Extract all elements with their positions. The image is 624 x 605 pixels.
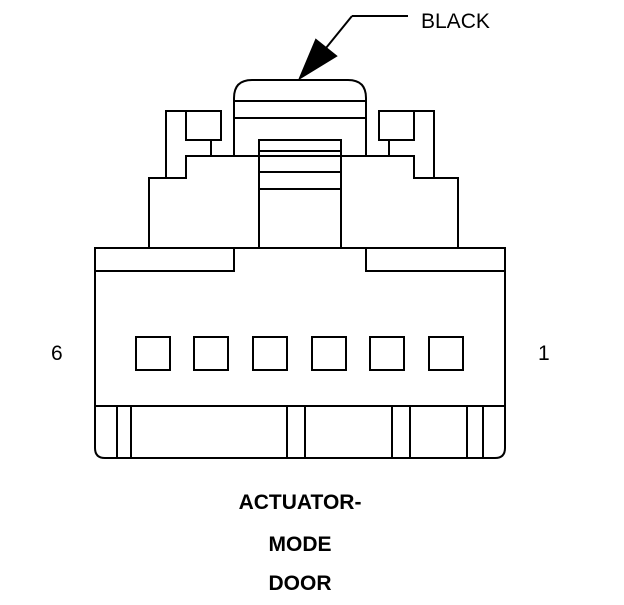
pin-cavity-6 <box>135 336 171 371</box>
leader-line-diagonal <box>325 15 353 49</box>
right-tab-inner <box>389 111 415 141</box>
pin-cavity-3 <box>311 336 347 371</box>
color-leader-arrow <box>297 15 408 81</box>
housing-top-step <box>95 247 505 272</box>
left-tab-outer <box>165 110 222 178</box>
connector-latch <box>233 79 367 249</box>
connector-color-label: BLACK <box>421 10 490 33</box>
right-tab-outer <box>378 110 435 178</box>
housing-upper-shoulder <box>148 155 459 248</box>
housing-body-outline <box>94 247 506 459</box>
keying-slots <box>116 406 484 458</box>
caption-line-3: DOOR <box>268 572 332 595</box>
left-tab-inner <box>185 111 211 141</box>
leader-arrowhead <box>297 38 338 81</box>
pin-cavity-1 <box>428 336 464 371</box>
pin-cavity-5 <box>193 336 229 371</box>
caption-line-1: ACTUATOR- <box>238 491 362 514</box>
connector-housing <box>94 247 506 459</box>
latch-outline <box>233 79 367 156</box>
pin-1-label: 1 <box>538 342 550 365</box>
caption-line-2: MODE <box>268 533 332 556</box>
pin-cavity-4 <box>252 336 288 371</box>
pin-cavity-2 <box>369 336 405 371</box>
pin-cavities <box>135 336 464 371</box>
pin-6-label: 6 <box>51 342 63 365</box>
left-side-tab <box>165 110 222 178</box>
right-side-tab <box>378 110 435 178</box>
